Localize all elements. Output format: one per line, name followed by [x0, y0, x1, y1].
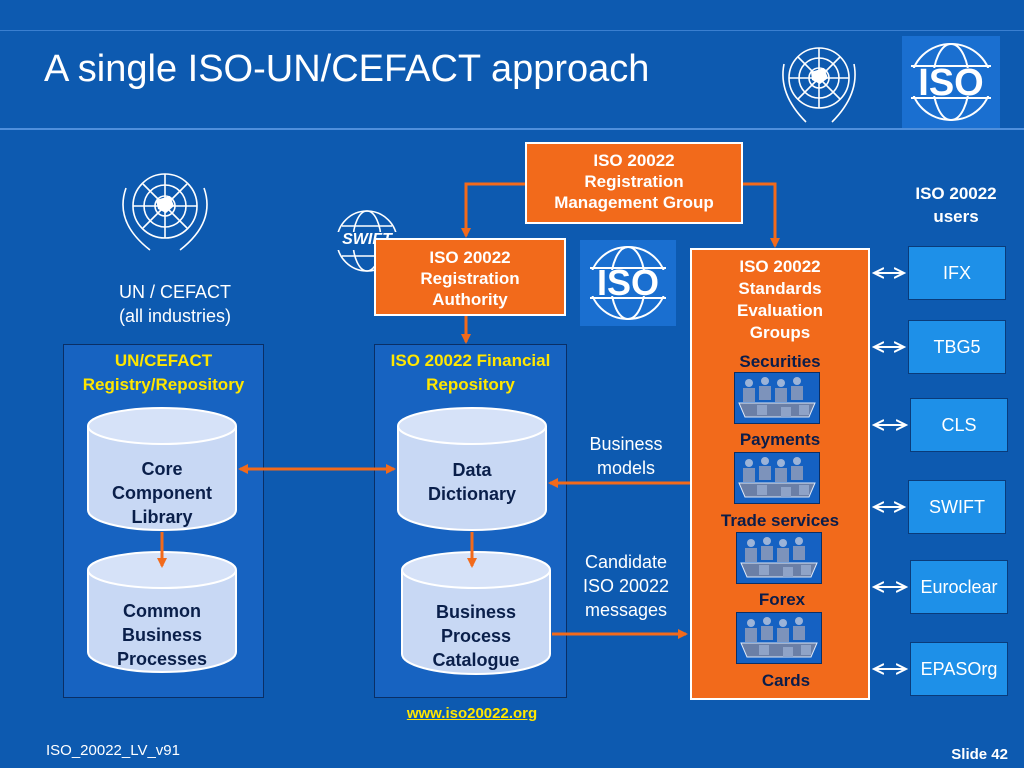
footer-doc-id: ISO_20022_LV_v91 — [46, 742, 180, 759]
slide-number: Slide 42 — [930, 746, 1008, 763]
rmg-to-ra-arrow — [466, 184, 525, 236]
rmg-to-seg-arrow — [743, 184, 775, 246]
iso20022-link[interactable]: www.iso20022.org — [374, 705, 570, 722]
